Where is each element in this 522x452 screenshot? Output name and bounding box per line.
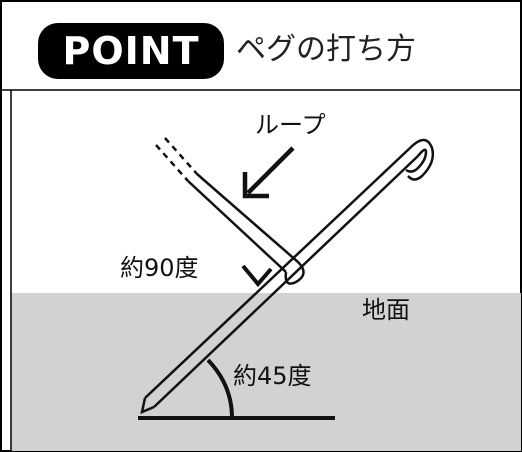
point-badge: POINT bbox=[38, 23, 224, 79]
tent-peg bbox=[140, 138, 435, 415]
right-angle-mark bbox=[241, 264, 273, 288]
angle-90-label: 約90度 bbox=[120, 254, 199, 282]
ground-area bbox=[11, 293, 521, 451]
rope bbox=[155, 137, 305, 285]
arrow-down-left-icon bbox=[242, 146, 295, 199]
angle-45-arc bbox=[206, 358, 234, 419]
page-title: ペグの打ち方 bbox=[236, 32, 416, 67]
ground-label: 地面 bbox=[362, 296, 410, 324]
angle-45-label: 約45度 bbox=[233, 362, 312, 390]
loop-label: ループ bbox=[255, 111, 326, 139]
